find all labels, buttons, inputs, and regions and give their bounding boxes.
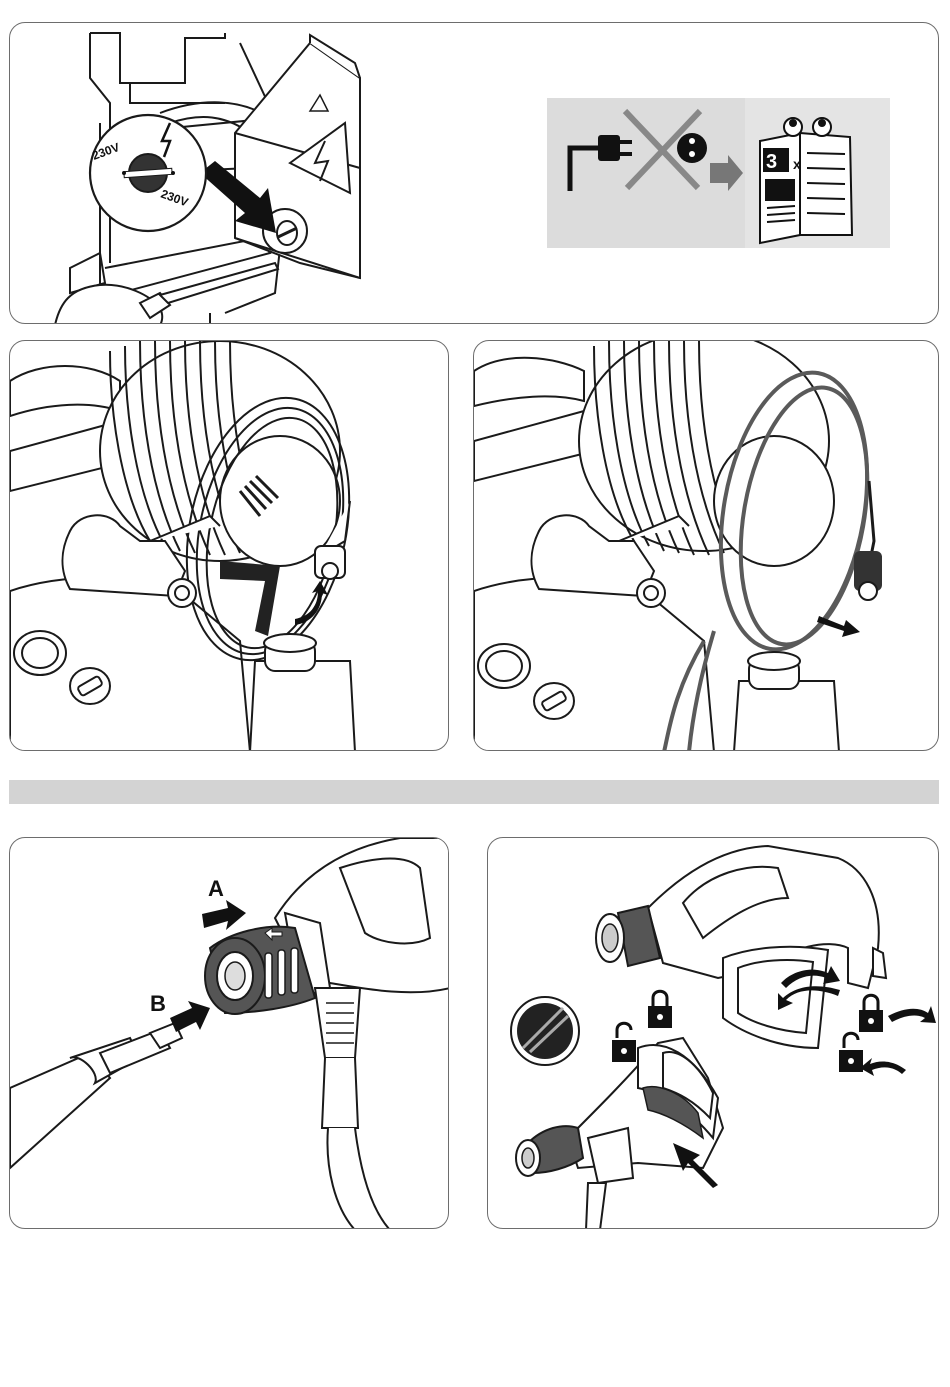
nozzle-sleeve <box>205 927 315 1014</box>
hand <box>10 366 120 416</box>
nozzle-connection-panel: A B <box>9 837 449 1229</box>
hose-reel-drum <box>100 341 340 566</box>
machine-handle <box>474 411 594 481</box>
hand-with-screwdriver <box>55 263 278 324</box>
lock-closed-icon <box>648 991 672 1028</box>
spray-gun-large <box>648 846 886 1048</box>
hose-connector <box>315 988 390 1229</box>
voltage-selector-illustration: 230V 230V <box>10 23 939 324</box>
hand <box>474 358 584 406</box>
spray-lance <box>10 1023 182 1168</box>
step-a-label: A <box>208 876 224 901</box>
arrow-a-icon <box>202 900 246 930</box>
pull-arrow-icon <box>817 616 860 637</box>
trigger-lock-illustration <box>488 838 939 1229</box>
detergent-tank <box>250 634 355 751</box>
hose-reel-panel-right <box>473 340 939 751</box>
nozzle-small <box>516 1126 583 1176</box>
safety-pictogram: 3 x <box>547 98 890 248</box>
hose-reel-illustration-right <box>474 341 939 751</box>
section-divider <box>9 780 939 804</box>
step-b-label: B <box>150 991 166 1016</box>
voltage-selector-icon: 230V 230V <box>90 115 206 231</box>
lock-open-icon <box>612 1023 636 1062</box>
lock-closed-icon <box>859 995 883 1032</box>
hose-reel-panel-left <box>9 340 449 751</box>
voltage-selector-panel: 230V 230V <box>9 22 939 324</box>
tool-detail-icon <box>511 997 579 1065</box>
lock-open-icon <box>839 1033 863 1072</box>
arrow-b-icon <box>170 1001 210 1032</box>
detergent-tank <box>734 652 839 751</box>
lock-arrow-icon <box>888 1006 936 1023</box>
unlock-arrow-icon <box>860 1058 906 1076</box>
repeat-count: 3 <box>766 151 777 173</box>
nozzle-large <box>596 906 660 966</box>
trigger-lock-panel <box>487 837 939 1229</box>
times-label: x <box>793 156 801 172</box>
cord-bracket <box>220 561 280 636</box>
hose-reel-illustration-left <box>10 341 449 751</box>
nozzle-connection-illustration: A B <box>10 838 449 1229</box>
